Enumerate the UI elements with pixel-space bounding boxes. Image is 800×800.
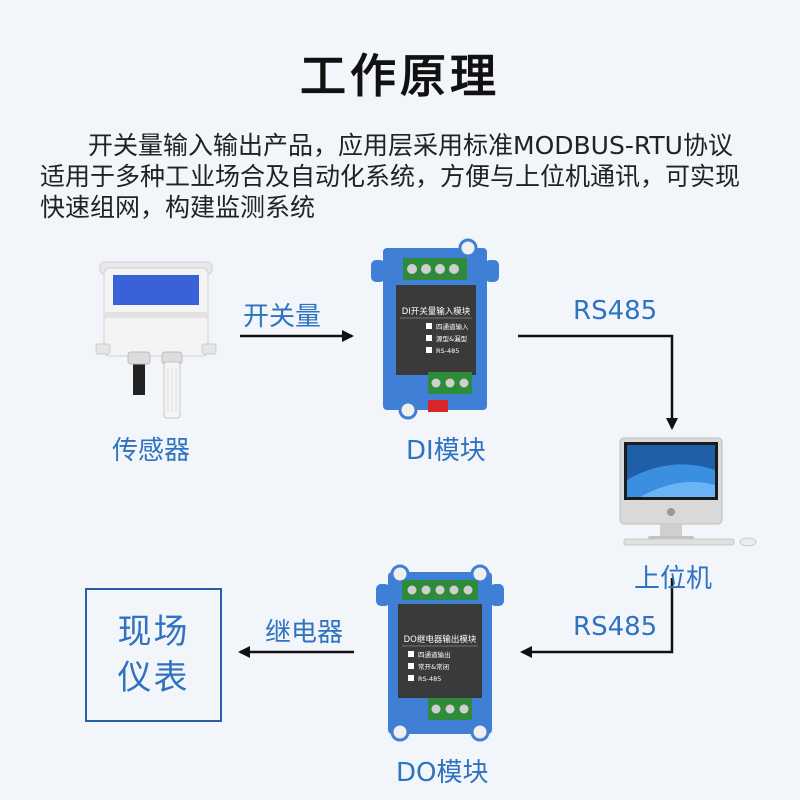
label-di-module: DI模块	[406, 436, 486, 466]
label-do-module: DO模块	[396, 758, 489, 788]
description-line-1: 开关量输入输出产品，应用层采用标准MODBUS-RTU协议	[88, 131, 733, 160]
label-bus-top: RS485	[573, 296, 658, 326]
keyboard-icon	[623, 538, 735, 546]
di-panel-row-3: RS-485	[436, 347, 459, 355]
sensor-cable	[133, 355, 145, 395]
page-title: 工作原理	[300, 49, 500, 103]
host-computer	[619, 437, 757, 547]
field-label-line-2: 仪表	[117, 658, 190, 698]
field-instrument-box: 现场 仪表	[85, 588, 222, 722]
di-red-connector	[428, 400, 448, 412]
arrow-di-to-host	[518, 334, 678, 430]
di-panel	[396, 285, 476, 375]
label-sensor: 传感器	[112, 436, 191, 466]
description-line-2: 适用于多种工业场合及自动化系统，方便与上位机通讯，可实现	[40, 162, 741, 191]
sensor-display-bar	[113, 275, 199, 305]
do-module-device: DO继电器输出模块 四通道输出 常开&常闭 RS-485	[376, 564, 504, 742]
description-line-3: 快速组网，构建监测系统	[40, 193, 316, 222]
di-panel-row-1: 四通道输入	[436, 322, 469, 331]
label-host: 上位机	[634, 564, 713, 594]
di-module-device: DI开关量输入模块 四通道输入 源型&漏型 RS-485	[371, 238, 499, 420]
label-bus-bottom: RS485	[573, 612, 658, 642]
arrow-host-to-do	[520, 578, 674, 658]
description: 开关量输入输出产品，应用层采用标准MODBUS-RTU协议 适用于多种工业场合及…	[40, 130, 770, 223]
di-panel-title: DI开关量输入模块	[402, 306, 471, 317]
sensor-device	[95, 261, 217, 419]
do-panel-row-1: 四通道输出	[418, 650, 451, 659]
label-signal-in: 开关量	[243, 302, 322, 332]
do-panel-title: DO继电器输出模块	[404, 634, 477, 645]
field-label-line-1: 现场	[117, 612, 190, 652]
do-panel-row-2: 常开&常闭	[418, 662, 449, 671]
do-panel-row-3: RS-485	[418, 675, 441, 683]
di-panel-row-2: 源型&漏型	[436, 334, 468, 343]
label-relay: 继电器	[265, 618, 344, 648]
mouse-icon	[739, 537, 757, 547]
apple-logo-icon	[667, 508, 675, 516]
